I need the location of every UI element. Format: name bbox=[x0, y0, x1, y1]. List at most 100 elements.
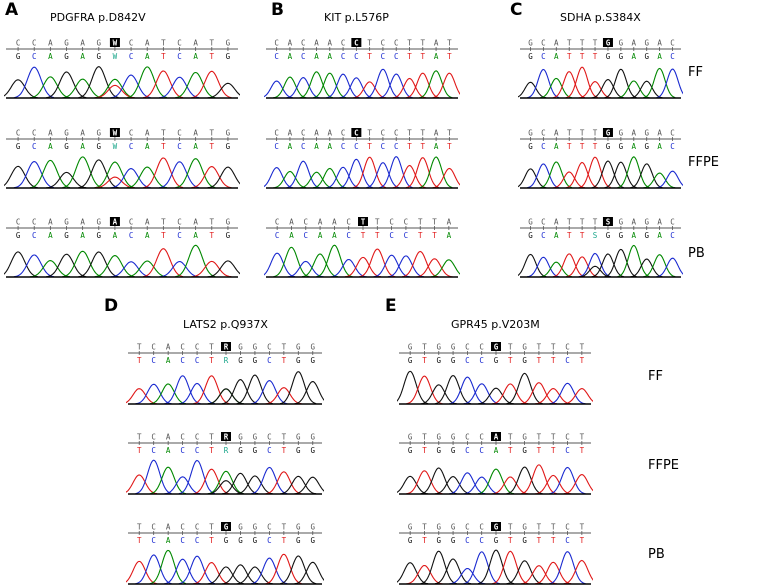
ref-base-label: C bbox=[670, 129, 675, 138]
chromatogram-peak bbox=[207, 388, 244, 405]
base-call-label: G bbox=[238, 446, 243, 455]
chromatogram-peak bbox=[379, 156, 413, 189]
chromatogram-peak bbox=[406, 375, 443, 405]
base-call-label: G bbox=[16, 231, 21, 240]
chromatogram-peak bbox=[13, 254, 55, 278]
chromatogram-peak bbox=[191, 166, 232, 189]
chromatogram-peak bbox=[273, 76, 307, 99]
ref-base-label: C bbox=[16, 129, 21, 138]
base-call-label: C bbox=[267, 536, 272, 545]
base-call-label: C bbox=[195, 446, 200, 455]
base-call-label: T bbox=[551, 446, 556, 455]
ref-base-label: C bbox=[341, 39, 346, 48]
ref-base-label: C bbox=[129, 218, 134, 227]
base-call-label: G bbox=[226, 52, 231, 61]
base-call-label: C bbox=[465, 446, 470, 455]
chromatogram-peak bbox=[126, 66, 168, 99]
base-call-label: A bbox=[288, 52, 293, 61]
base-call-label: A bbox=[314, 52, 319, 61]
base-call-label: C bbox=[129, 231, 134, 240]
ref-base-label: C bbox=[565, 433, 570, 442]
ref-base-label: C bbox=[267, 523, 272, 532]
base-call-label: C bbox=[180, 356, 185, 365]
ref-base-label: C bbox=[541, 39, 546, 48]
base-call-label: G bbox=[224, 536, 229, 545]
chromatogram-peak bbox=[207, 166, 240, 189]
ref-base-label: G bbox=[238, 433, 243, 442]
base-call-label: C bbox=[274, 52, 279, 61]
ref-base-label: A bbox=[48, 218, 53, 227]
chromatogram-peak bbox=[420, 384, 457, 405]
mutation-base-label: R bbox=[224, 343, 229, 352]
base-call-label: C bbox=[267, 356, 272, 365]
base-call-label: G bbox=[64, 142, 69, 151]
chromatogram-peak bbox=[339, 158, 373, 189]
ref-base-label: C bbox=[180, 523, 185, 532]
chromatogram-peak bbox=[94, 255, 135, 278]
chromatogram-peak bbox=[643, 67, 676, 99]
base-call-label: T bbox=[580, 52, 585, 61]
ref-base-label: T bbox=[367, 129, 372, 138]
ref-base-label: T bbox=[137, 523, 142, 532]
chromatogram-peak bbox=[539, 77, 573, 99]
chromatogram-peak bbox=[449, 567, 486, 585]
chromatogram-peak bbox=[286, 160, 320, 189]
chromatogram-peak bbox=[565, 66, 598, 99]
ref-base-label: T bbox=[567, 218, 572, 227]
ref-base-label: A bbox=[657, 218, 662, 227]
ref-base-label: T bbox=[447, 39, 452, 48]
chromatogram-peak bbox=[279, 555, 317, 585]
row-label-pb-bottom: PB bbox=[648, 547, 665, 562]
ref-base-label: T bbox=[580, 523, 585, 532]
ref-base-label: A bbox=[434, 39, 439, 48]
ref-base-label: C bbox=[151, 433, 156, 442]
base-call-label: A bbox=[657, 52, 662, 61]
base-call-label: T bbox=[567, 231, 572, 240]
ref-base-label: C bbox=[32, 218, 37, 227]
ref-base-label: A bbox=[632, 39, 637, 48]
panel-title-c: SDHA p.S384X bbox=[560, 11, 641, 24]
chromatogram-peak bbox=[591, 79, 624, 99]
ref-base-label: A bbox=[434, 129, 439, 138]
chromatogram-peak bbox=[477, 387, 515, 405]
chromatogram-peak bbox=[299, 71, 333, 99]
chromatogram-peak bbox=[110, 261, 151, 278]
ref-base-label: T bbox=[551, 343, 556, 352]
ref-base-label: G bbox=[528, 39, 533, 48]
base-call-label: C bbox=[479, 446, 484, 455]
chromatogram-peak bbox=[617, 156, 650, 189]
ref-base-label: C bbox=[381, 129, 386, 138]
ref-base-label: C bbox=[151, 343, 156, 352]
base-call-label: C bbox=[394, 52, 399, 61]
ref-base-label: T bbox=[421, 129, 426, 138]
base-call-label: C bbox=[151, 446, 156, 455]
chromatogram-peak bbox=[294, 476, 324, 495]
ref-base-label: G bbox=[226, 129, 231, 138]
ref-base-label: C bbox=[465, 433, 470, 442]
chromatogram-peak bbox=[397, 562, 429, 585]
base-call-label: C bbox=[151, 356, 156, 365]
ref-base-label: A bbox=[328, 39, 333, 48]
base-call-label: C bbox=[341, 142, 346, 151]
chromatogram-peak bbox=[294, 381, 324, 405]
base-call-label: T bbox=[593, 52, 598, 61]
base-call-label: A bbox=[494, 446, 499, 455]
chromatogram-peak bbox=[46, 71, 87, 99]
mutation-base-label: G bbox=[606, 129, 611, 138]
base-call-label: T bbox=[537, 356, 542, 365]
chromatogram-peak bbox=[591, 160, 624, 189]
chromatogram-peak bbox=[373, 254, 410, 278]
ref-base-label: G bbox=[64, 39, 69, 48]
base-call-label: A bbox=[48, 52, 53, 61]
ref-base-label: T bbox=[407, 129, 412, 138]
ref-base-label: T bbox=[567, 129, 572, 138]
ref-base-label: T bbox=[567, 39, 572, 48]
chromatogram-peak bbox=[604, 161, 637, 189]
ref-base-label: G bbox=[97, 218, 102, 227]
base-call-label: T bbox=[567, 52, 572, 61]
ref-base-label: T bbox=[580, 218, 585, 227]
base-call-label: G bbox=[253, 446, 258, 455]
